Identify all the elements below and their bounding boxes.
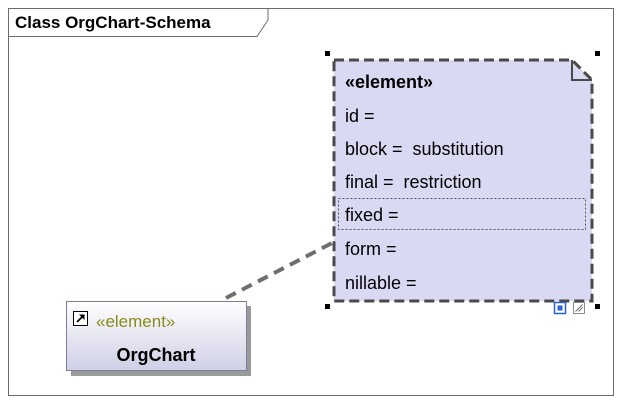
collapse-toggle-icon[interactable] [553,301,567,315]
selection-handle-top-right[interactable] [595,51,600,56]
element-properties-note[interactable]: «element» id = block = substitution fina… [325,51,600,315]
element-stereotype: «element» [96,312,175,331]
note-corner-fold [571,60,592,81]
note-line-final[interactable]: final = restriction [345,172,482,192]
selection-handle-bottom-left[interactable] [325,304,330,309]
note-connector[interactable] [225,240,335,300]
note-line-fixed[interactable]: fixed = [345,205,399,225]
note-line-nillable[interactable]: nillable = [345,273,417,293]
note-line-block[interactable]: block = substitution [345,139,504,159]
element-name: OrgChart [116,345,195,365]
orgchart-element-box[interactable]: «element» OrgChart [66,301,252,377]
selected-line-highlight [338,198,586,230]
frame-title: Class OrgChart-Schema [15,13,211,32]
note-body [332,58,594,303]
frame-title-tab [8,8,269,37]
note-line-form[interactable]: form = [345,239,397,259]
resize-corner-icon[interactable] [573,302,585,314]
shortcut-arrow-icon [73,311,88,326]
element-body [66,301,247,371]
note-line-id[interactable]: id = [345,106,375,126]
selection-handle-bottom-right[interactable] [595,304,600,309]
note-header: «element» [345,72,433,92]
selection-handle-top-left[interactable] [325,51,330,56]
